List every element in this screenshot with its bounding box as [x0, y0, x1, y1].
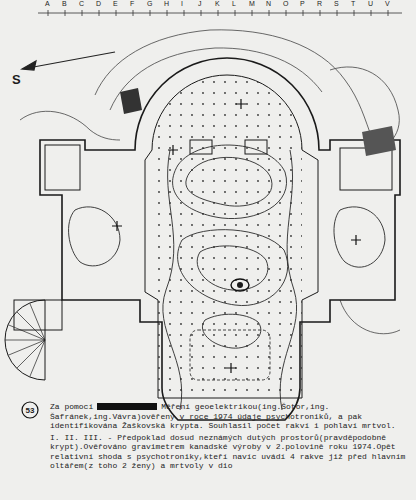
anomaly-ring	[231, 279, 249, 291]
ruler-tick	[82, 10, 83, 16]
grid-letter: C	[79, 0, 84, 7]
north-arrow	[22, 52, 115, 70]
caption-text: Za pomocí	[50, 402, 93, 411]
grid-letter: L	[232, 0, 236, 7]
stair-step	[30, 340, 45, 377]
stair-step	[8, 325, 45, 340]
ruler-tick	[388, 10, 389, 16]
contour-line	[280, 150, 296, 410]
stair-step	[17, 340, 45, 368]
outer-wall	[40, 58, 400, 420]
grid-letter: J	[198, 0, 202, 7]
ruler-tick	[99, 10, 100, 16]
ruler-tick	[218, 10, 219, 16]
anomaly-marks	[120, 88, 396, 291]
contour-line	[197, 246, 268, 290]
contour-line	[163, 150, 182, 410]
grid-letter: B	[62, 0, 67, 7]
figure-number: 53	[26, 406, 35, 415]
grid-letter: G	[147, 0, 152, 7]
grid-letter: A	[45, 0, 50, 7]
contour-line	[173, 145, 287, 219]
stairs	[5, 300, 45, 380]
grid-letter: F	[130, 0, 134, 7]
stair-step	[5, 340, 45, 341]
ruler-tick	[320, 10, 321, 16]
grid-letter: N	[266, 0, 271, 7]
ruler-tick	[286, 10, 287, 16]
grid-letter: K	[215, 0, 220, 7]
grid-letter: I	[181, 0, 183, 7]
grid-letter: V	[385, 0, 390, 7]
grid-letter: S	[334, 0, 339, 7]
cross-mark	[112, 221, 122, 231]
ruler-tick	[150, 10, 151, 16]
ruler-line	[38, 13, 402, 14]
contour-line	[69, 207, 120, 266]
ruler-tick	[252, 10, 253, 16]
contour-line	[202, 314, 260, 348]
ruler-tick	[235, 10, 236, 16]
contour-line	[178, 230, 288, 306]
contour-line	[20, 111, 120, 140]
contour-line	[334, 207, 385, 267]
ruler-tick	[167, 10, 168, 16]
grid-letter: D	[96, 0, 101, 7]
north-letter: S	[12, 72, 21, 87]
grid-letter: P	[300, 0, 305, 7]
cross-mark	[168, 145, 178, 155]
caption-paragraph: Za pomocíMěření geoelektrikou(ing.Šotor,…	[50, 402, 408, 431]
ruler-tick	[184, 10, 185, 16]
porch	[14, 300, 62, 330]
caption-paragraph: I. II. III. - Předpoklad dosud neznámých…	[50, 433, 408, 471]
figure-number-circle	[22, 402, 38, 418]
ruler-tick	[116, 10, 117, 16]
stair-steps	[5, 303, 45, 377]
ruler-tick	[269, 10, 270, 16]
shaded-block	[120, 88, 142, 114]
tower	[45, 145, 80, 190]
scale-ruler	[38, 10, 402, 16]
ruler-tick	[133, 10, 134, 16]
cross-mark	[351, 235, 361, 245]
ruler-tick	[201, 10, 202, 16]
arrow-shaft	[28, 52, 115, 68]
ruler-tick	[48, 10, 49, 16]
cross-marks	[112, 99, 361, 373]
cross-mark	[226, 363, 236, 373]
stair-step	[17, 312, 45, 340]
inner-contours	[69, 145, 385, 410]
cross-mark	[236, 99, 246, 109]
grid-letter: M	[249, 0, 255, 7]
grid-letter: H	[164, 0, 169, 7]
contour-line	[340, 300, 400, 334]
caption-block: Za pomocíMěření geoelektrikou(ing.Šotor,…	[50, 402, 408, 473]
church-outline	[5, 58, 400, 420]
arrow-head	[22, 61, 36, 70]
redaction-bar	[97, 403, 157, 410]
grid-letter: T	[351, 0, 355, 7]
ruler-tick	[303, 10, 304, 16]
caption-text: I. II. III. - Předpoklad dosud neznámých…	[50, 433, 405, 471]
grid-letter: E	[113, 0, 118, 7]
ruler-tick	[354, 10, 355, 16]
shaded-block	[362, 126, 396, 156]
anomaly-core	[237, 282, 243, 288]
grid-letter: O	[283, 0, 288, 7]
contour-line	[186, 157, 272, 206]
ruler-tick	[337, 10, 338, 16]
ruler-tick	[65, 10, 66, 16]
grid-letter: U	[368, 0, 373, 7]
measurement-grid	[140, 60, 310, 405]
grid-letter: R	[317, 0, 322, 7]
ruler-tick	[371, 10, 372, 16]
